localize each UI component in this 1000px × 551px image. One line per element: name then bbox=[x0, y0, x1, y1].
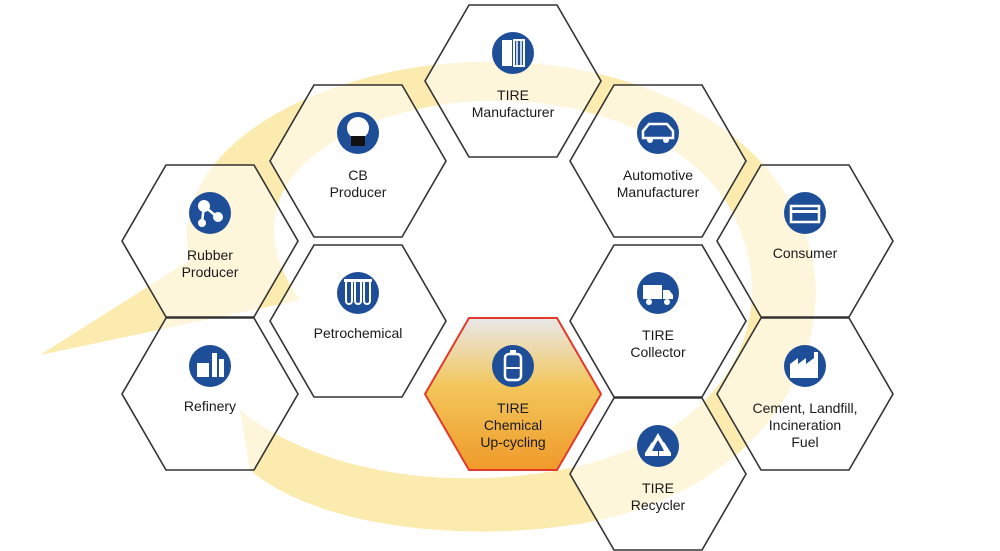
hex-node-petrochemical bbox=[269, 244, 447, 398]
hexagon-shape bbox=[423, 317, 603, 471]
factory-icon bbox=[784, 345, 826, 387]
hexagon-shape bbox=[269, 244, 447, 398]
tire-manufacturer-icon bbox=[492, 32, 534, 74]
hex-node-tire-recycler bbox=[569, 397, 747, 551]
hex-node-tire-chemical-upcycling bbox=[423, 317, 603, 471]
hexagon-shape bbox=[569, 244, 747, 398]
hexagon-shape bbox=[121, 164, 299, 318]
hexagon-shape bbox=[121, 317, 299, 471]
hex-label-tire-recycler: TIRE Recycler bbox=[630, 480, 686, 513]
test-tubes-icon bbox=[337, 272, 379, 314]
credit-card-icon bbox=[784, 192, 826, 234]
hex-node-refinery bbox=[121, 317, 299, 471]
hex-label-tire-manufacturer: TIRE Manufacturer bbox=[471, 87, 555, 120]
hex-label-petrochemical: Petrochemical bbox=[313, 325, 403, 341]
hex-node-cb-producer bbox=[269, 84, 447, 238]
hex-label-cement-landfill: Cement, Landfill, Incineration Fuel bbox=[752, 400, 858, 450]
hexagon-shape bbox=[569, 397, 747, 551]
hexagon-shape bbox=[716, 317, 894, 471]
hex-label-tire-collector: TIRE Collector bbox=[630, 327, 686, 360]
hex-node-automotive-manufacturer bbox=[569, 84, 747, 238]
molecule-icon bbox=[189, 192, 231, 234]
hex-node-tire-manufacturer bbox=[424, 4, 602, 158]
hexagon-shape bbox=[269, 84, 447, 238]
truck-icon bbox=[637, 272, 679, 314]
hexagon-shape bbox=[716, 164, 894, 318]
hex-label-automotive-manufacturer: Automotive Manufacturer bbox=[616, 167, 700, 200]
hexagon-shape bbox=[569, 84, 747, 238]
hex-node-cement-landfill bbox=[716, 317, 894, 471]
car-icon bbox=[637, 112, 679, 154]
hex-label-rubber-producer: Rubber Producer bbox=[181, 247, 239, 280]
refinery-icon bbox=[189, 345, 231, 387]
hex-label-tire-chemical-upcycling: TIRE Chemical Up-cycling bbox=[480, 400, 546, 450]
hex-node-tire-collector bbox=[569, 244, 747, 398]
hexagon-shape bbox=[424, 4, 602, 158]
hex-label-cb-producer: CB Producer bbox=[329, 167, 387, 200]
recycle-icon bbox=[637, 425, 679, 467]
reactor-icon bbox=[492, 345, 534, 387]
hex-node-consumer bbox=[716, 164, 894, 318]
carbon-black-icon bbox=[337, 112, 379, 154]
hex-node-rubber-producer bbox=[121, 164, 299, 318]
hex-label-refinery: Refinery bbox=[183, 398, 237, 414]
hex-label-consumer: Consumer bbox=[772, 245, 838, 261]
